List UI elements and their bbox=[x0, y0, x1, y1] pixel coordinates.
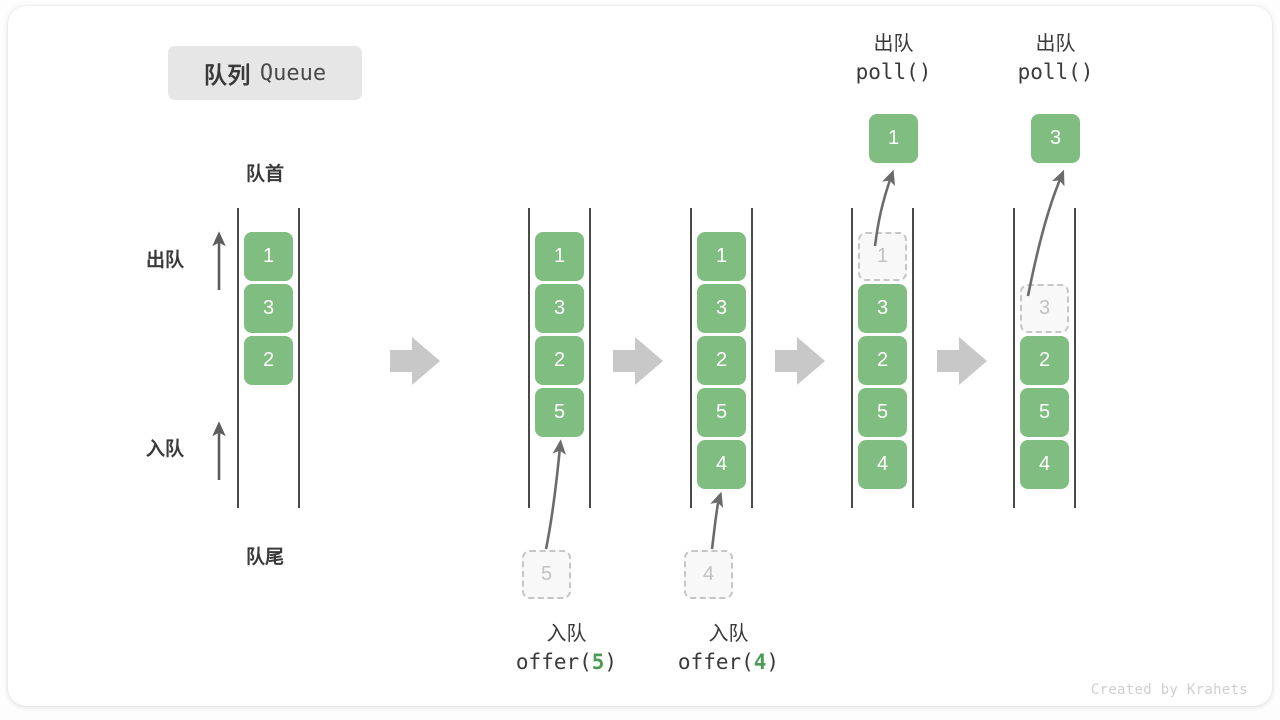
poll-operation-label: 出队 poll() bbox=[981, 30, 1131, 88]
operation-code-prefix: offer( bbox=[515, 650, 592, 675]
queue-cell-pending: 5 bbox=[522, 550, 571, 599]
queue-rail-left bbox=[528, 208, 530, 508]
queue-cell: 4 bbox=[1020, 440, 1069, 489]
queue-cell: 3 bbox=[244, 284, 293, 333]
operation-code: offer(5) bbox=[492, 648, 642, 678]
queue-cell: 4 bbox=[858, 440, 907, 489]
operation-code: poll() bbox=[981, 58, 1131, 88]
operation-code: poll() bbox=[819, 58, 969, 88]
operation-name: 入队 bbox=[708, 623, 749, 645]
dequeue-direction-label: 出队 bbox=[146, 250, 185, 271]
operation-code-suffix: ) bbox=[766, 650, 780, 675]
queue-cell: 2 bbox=[1020, 336, 1069, 385]
queue-cell: 5 bbox=[858, 388, 907, 437]
title-english: Queue bbox=[259, 60, 327, 86]
queue-cell: 3 bbox=[858, 284, 907, 333]
title-chinese: 队列 bbox=[203, 62, 251, 88]
queue-cell: 3 bbox=[697, 284, 746, 333]
queue-rail-right bbox=[298, 208, 300, 508]
queue-cell: 2 bbox=[858, 336, 907, 385]
operation-code-prefix: poll( bbox=[855, 60, 919, 85]
offer-operation-label: 入队 offer(5) bbox=[492, 620, 642, 678]
queue-rail-left bbox=[851, 208, 853, 508]
operation-code-argument: 4 bbox=[753, 650, 767, 675]
queue-rail-left bbox=[1013, 208, 1015, 508]
queue-rail-right bbox=[589, 208, 591, 508]
queue-cell: 1 bbox=[697, 232, 746, 281]
queue-rail-left bbox=[237, 208, 239, 508]
poll-operation-label: 出队 poll() bbox=[819, 30, 969, 88]
queue-cell: 2 bbox=[697, 336, 746, 385]
queue-cell: 4 bbox=[697, 440, 746, 489]
queue-cell: 5 bbox=[535, 388, 584, 437]
operation-code-suffix: ) bbox=[604, 650, 618, 675]
queue-cell-popped: 3 bbox=[1031, 114, 1080, 163]
operation-code-argument: 5 bbox=[591, 650, 605, 675]
queue-cell-removed: 3 bbox=[1020, 284, 1069, 333]
operation-code-prefix: offer( bbox=[677, 650, 754, 675]
queue-cell-pending: 4 bbox=[684, 550, 733, 599]
operation-name: 出队 bbox=[873, 33, 914, 55]
queue-head-label: 队首 bbox=[245, 164, 284, 185]
queue-rail-right bbox=[751, 208, 753, 508]
queue-cell-removed: 1 bbox=[858, 232, 907, 281]
diagram-title-badge: 队列 Queue bbox=[168, 46, 362, 100]
watermark-credit: Created by Krahets bbox=[1090, 682, 1248, 698]
operation-code: offer(4) bbox=[654, 648, 804, 678]
queue-tail-label: 队尾 bbox=[245, 547, 284, 568]
diagram-card bbox=[8, 6, 1272, 706]
queue-rail-right bbox=[912, 208, 914, 508]
operation-name: 出队 bbox=[1035, 33, 1076, 55]
offer-operation-label: 入队 offer(4) bbox=[654, 620, 804, 678]
operation-code-suffix: ) bbox=[918, 60, 932, 85]
queue-cell: 5 bbox=[697, 388, 746, 437]
enqueue-direction-label: 入队 bbox=[146, 439, 185, 460]
queue-cell-popped: 1 bbox=[869, 114, 918, 163]
operation-name: 入队 bbox=[546, 623, 587, 645]
operation-code-suffix: ) bbox=[1080, 60, 1094, 85]
queue-rail-left bbox=[690, 208, 692, 508]
operation-code-prefix: poll( bbox=[1017, 60, 1081, 85]
queue-cell: 2 bbox=[244, 336, 293, 385]
queue-cell: 5 bbox=[1020, 388, 1069, 437]
queue-cell: 3 bbox=[535, 284, 584, 333]
queue-cell: 1 bbox=[244, 232, 293, 281]
queue-cell: 2 bbox=[535, 336, 584, 385]
queue-cell: 1 bbox=[535, 232, 584, 281]
queue-rail-right bbox=[1074, 208, 1076, 508]
